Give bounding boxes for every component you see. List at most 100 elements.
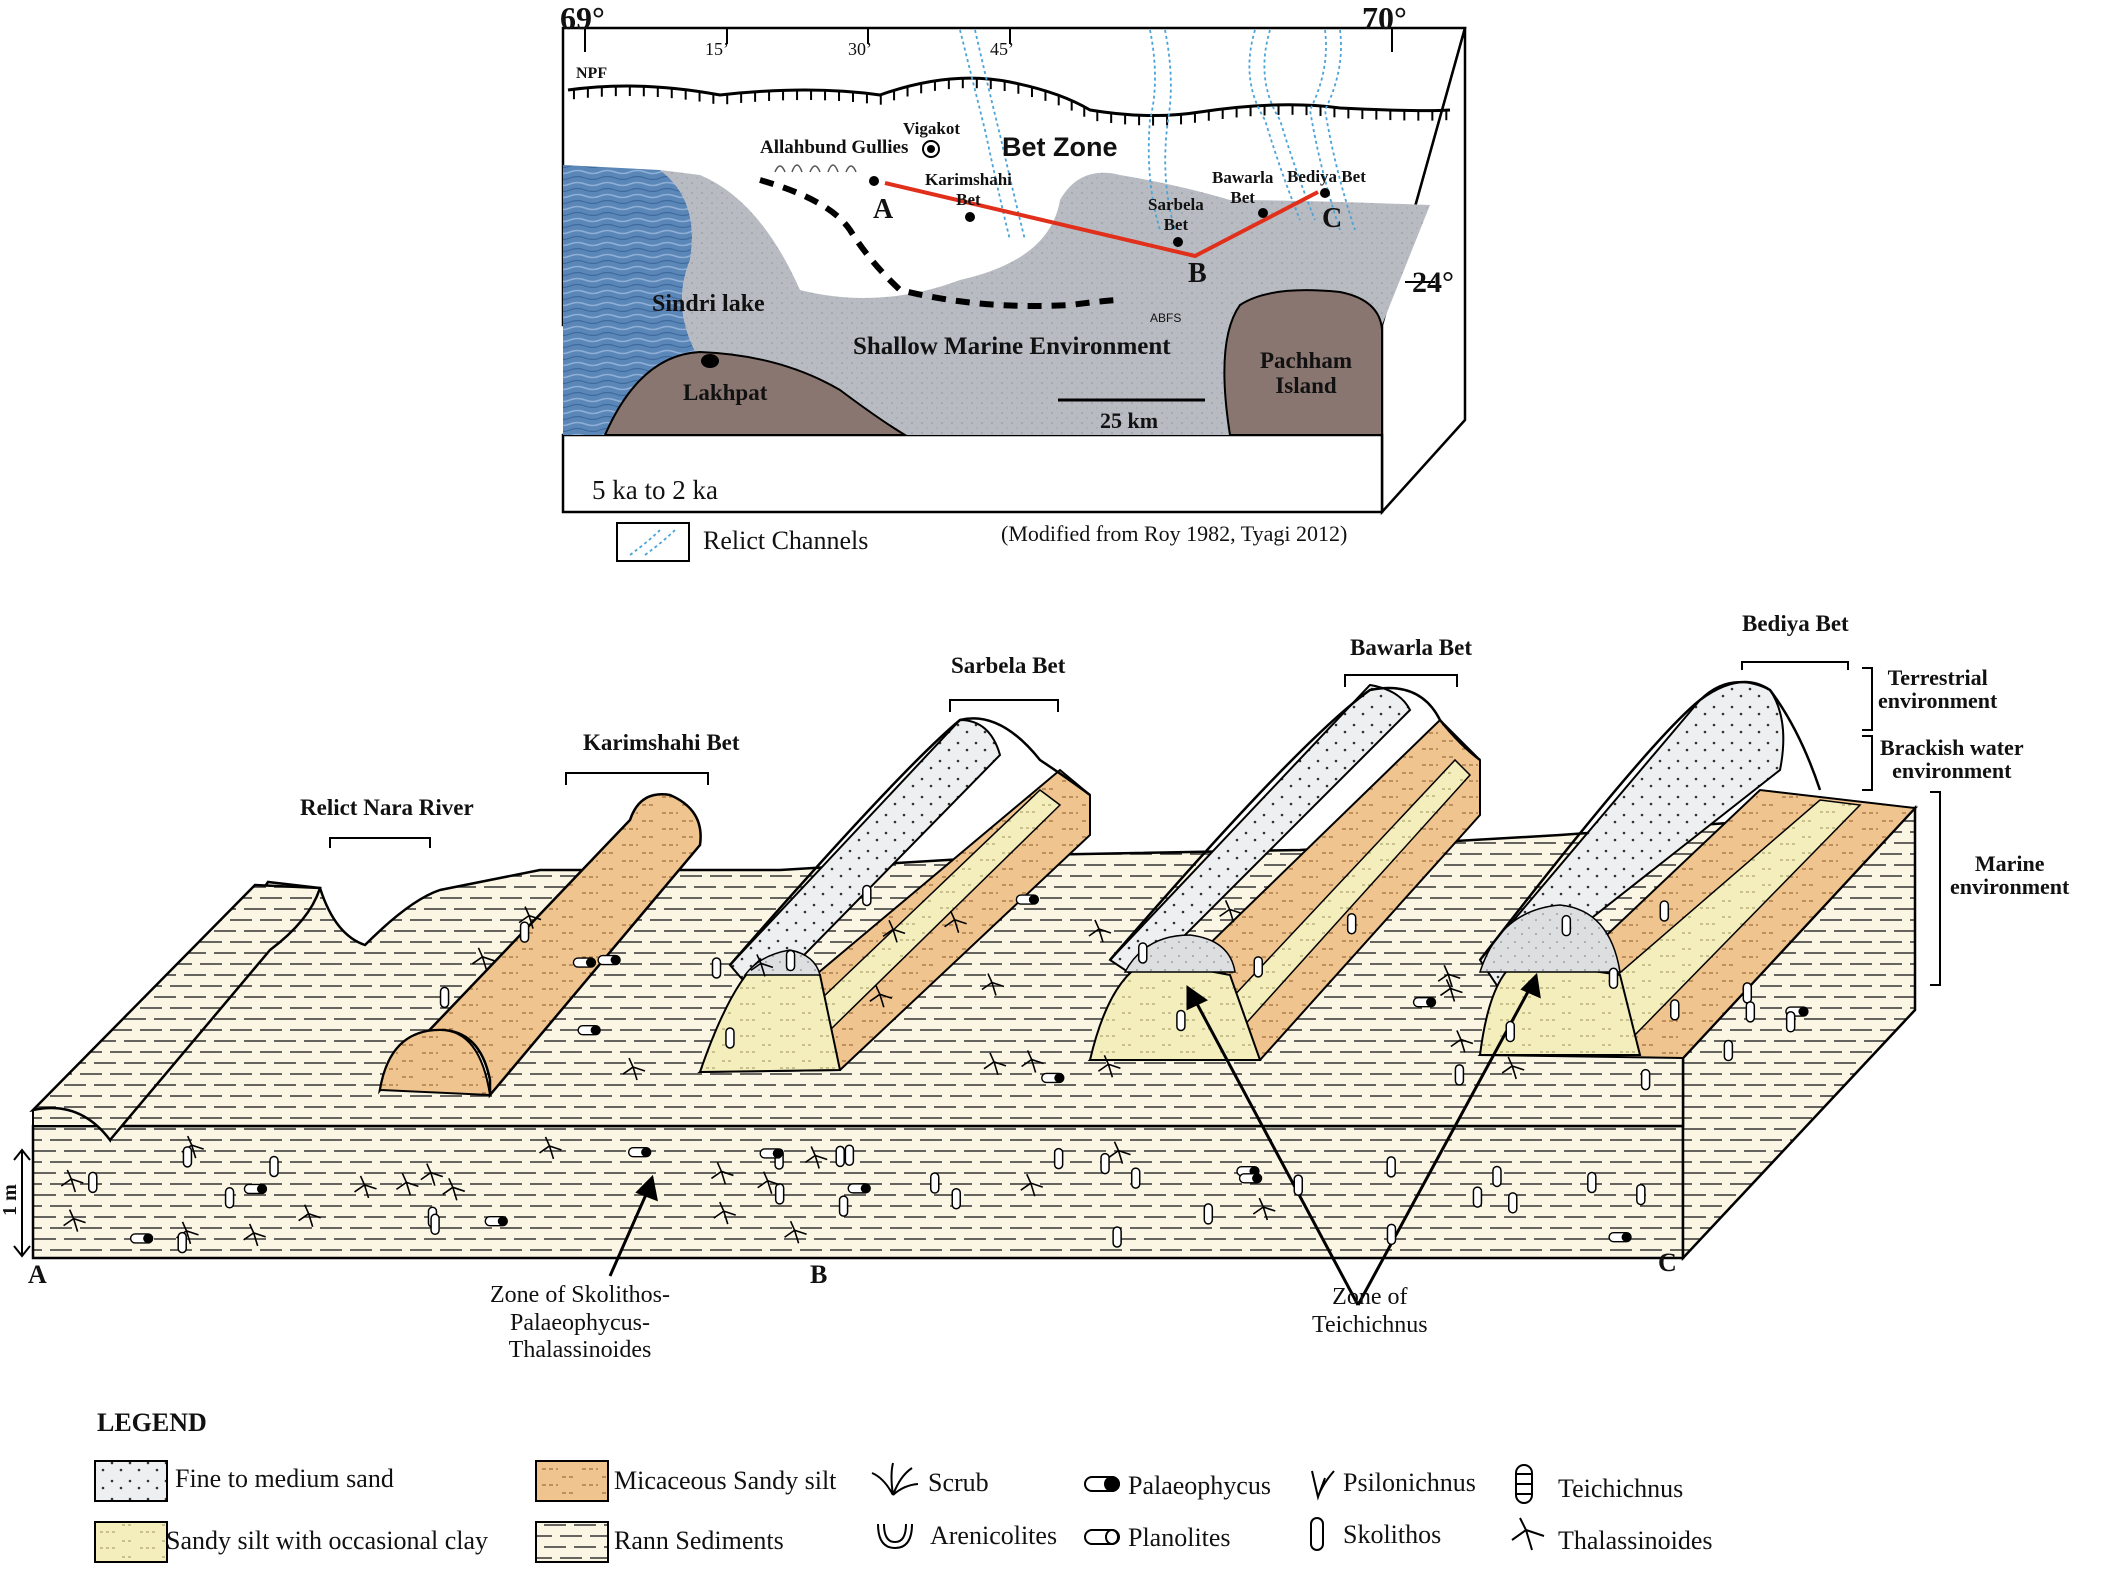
skolithos-glyph [1492, 1165, 1502, 1188]
lon-right-label: 70° [1362, 0, 1407, 36]
karimshahi-map-label: Karimshahi Bet [925, 170, 1012, 209]
palaeophycus-glyph-end [610, 955, 620, 965]
palaeophycus-glyph-end [641, 1147, 651, 1157]
skolithos-glyph [224, 1187, 235, 1209]
legend-skolithos: Skolithos [1343, 1520, 1442, 1549]
palaeophycus-glyph-end [772, 1148, 782, 1158]
bawarla-ridge [1087, 683, 1481, 1061]
relict-channels-label: Relict Channels [703, 526, 869, 555]
legend-planolites: Planolites [1128, 1523, 1231, 1552]
skolithos-glyph [1454, 1064, 1465, 1086]
abfs-fault [759, 177, 1121, 309]
legend-sandy-silt: Sandy silt with occasional clay [166, 1526, 489, 1555]
thalassinoides-glyph [1252, 1197, 1276, 1221]
section-block [13, 661, 1941, 1306]
skolithos-glyph [519, 921, 530, 943]
npf-label: NPF [576, 65, 608, 82]
lakhpat-label: Lakhpat [683, 380, 768, 405]
map-point-a: A [873, 194, 894, 225]
swatch-sandy-silt [94, 1521, 168, 1563]
thalassinoides-glyph [1437, 964, 1461, 988]
skolithos-icon [1310, 1517, 1324, 1551]
skolithos-glyph [1203, 1203, 1214, 1225]
thalassinoides-glyph [804, 1146, 828, 1169]
skolithos-glyph [88, 1171, 98, 1194]
skolithos-glyph [844, 1144, 855, 1166]
legend-psilonichnus: Psilonichnus [1343, 1468, 1476, 1497]
map-top-ticks [584, 28, 1393, 52]
map-point-c: C [1322, 203, 1343, 234]
skolithos-glyph [430, 1213, 440, 1236]
section-point-b: B [810, 1260, 828, 1289]
skolithos-glyph [1640, 1068, 1651, 1091]
skolithos-glyph [1130, 1167, 1141, 1189]
palaeophycus-glyph-end [497, 1216, 507, 1226]
bet-zone-label: Bet Zone [1002, 132, 1118, 162]
map-point-b: B [1188, 258, 1207, 289]
thalassinoides-glyph [882, 920, 906, 943]
thalassinoides-glyph [1439, 979, 1463, 1002]
scale-label: 25 km [1100, 408, 1159, 433]
npf-hachures [572, 78, 1448, 126]
nara-ridge [29, 883, 322, 1143]
skolithos-glyph [1785, 1011, 1796, 1033]
swatch-fine-sand [94, 1460, 168, 1502]
bediya-label: Bediya Bet [1742, 611, 1849, 636]
palaeophycus-glyph-end [590, 1025, 600, 1035]
skolithos-glyph [711, 957, 722, 979]
legend-icons [871, 1462, 1545, 1551]
thalassinoides-glyph [1020, 1173, 1044, 1197]
sarbela-map-label: Sarbela Bet [1148, 195, 1204, 234]
skolithos-glyph [1176, 1009, 1186, 1032]
sarbela-label: Sarbela Bet [951, 653, 1066, 678]
teichichnus-icon [1515, 1464, 1533, 1504]
thalassinoides-glyph [442, 1177, 466, 1201]
thalassinoides-glyph [713, 1201, 736, 1225]
skolithos-glyph [835, 1145, 845, 1168]
legend-micaceous: Micaceous Sandy silt [614, 1466, 837, 1495]
legend-fine-sand: Fine to medium sand [175, 1464, 394, 1493]
planolites-icon [1084, 1529, 1120, 1545]
lat-label: 24° [1412, 266, 1454, 299]
palaeophycus-glyph-end [1426, 997, 1436, 1007]
skolithos-glyph [177, 1231, 187, 1254]
palaeophycus-glyph-end [1054, 1073, 1064, 1083]
arenicolites-icon [877, 1523, 913, 1550]
thalassinoides-glyph [471, 947, 495, 971]
thalassinoides-glyph [243, 1223, 266, 1247]
thalassinoides-glyph [1088, 919, 1112, 943]
map-points [701, 140, 1330, 368]
thalassinoides-glyph [518, 906, 542, 929]
npf-fault [567, 76, 1451, 118]
skolithos-glyph [1386, 1156, 1396, 1178]
thalassinoides-glyph [944, 910, 967, 934]
palaeophycus-glyph-end [143, 1233, 153, 1243]
swatch-rann [535, 1521, 609, 1563]
age-label: 5 ka to 2 ka [592, 475, 718, 505]
swatch-micaceous [535, 1460, 609, 1502]
source-label: (Modified from Roy 1982, Tyagi 2012) [1001, 521, 1348, 546]
lakhpat-hill [603, 350, 909, 436]
skolithos-glyph [1670, 999, 1680, 1021]
skolithos-glyph [1138, 942, 1148, 964]
thalassinoides-glyph [981, 973, 1005, 996]
skolithos-glyph [1053, 1147, 1064, 1170]
skolithos-glyph [1742, 982, 1753, 1004]
thalassinoides-glyph [420, 1163, 444, 1186]
thalassinoides-glyph [60, 1169, 84, 1193]
thalassinoides-glyph [395, 1173, 419, 1196]
vigakot-label: Vigakot [903, 119, 960, 138]
bawarla-map-label: Bawarla Bet [1212, 168, 1274, 207]
thalassinoides-glyph [63, 1209, 86, 1232]
zone-teichichnus-label: Zone of Teichichnus [1312, 1284, 1428, 1338]
thalassinoides-glyph [354, 1175, 377, 1199]
karimshahi-label: Karimshahi Bet [583, 730, 740, 755]
env-brackets [1862, 667, 1941, 986]
lon-left-label: 69° [560, 0, 605, 36]
palaeophycus-glyph-end [256, 1184, 266, 1194]
pachham-hill [1223, 289, 1383, 436]
thalassinoides-icon [1511, 1517, 1545, 1551]
skolithos-glyph [439, 986, 450, 1009]
skolithos-glyph [1386, 1223, 1397, 1246]
palaeophycus-glyph-end [1028, 895, 1038, 905]
